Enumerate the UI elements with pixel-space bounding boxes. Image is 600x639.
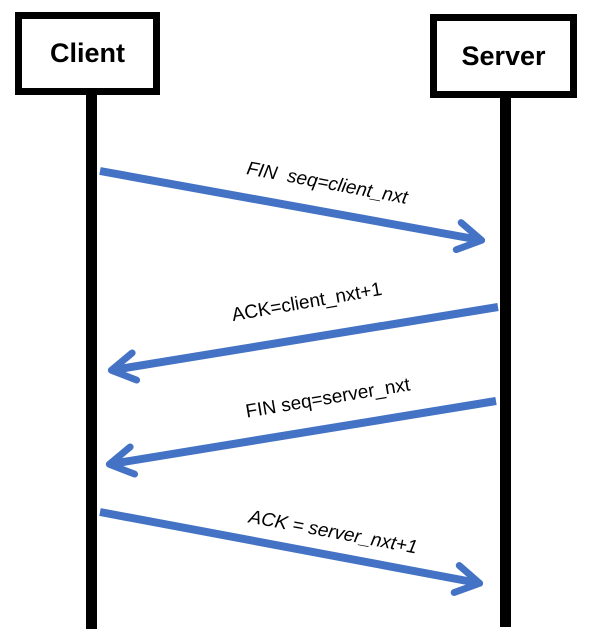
lifeline-client xyxy=(86,94,97,629)
arrow-fin-client-to-server xyxy=(99,167,486,254)
actor-box-client: Client xyxy=(15,12,160,95)
arrow-ack-client-to-server xyxy=(99,508,484,596)
actor-box-server: Server xyxy=(430,14,577,98)
arrow-ack-server-to-client xyxy=(107,303,499,384)
arrow-fin-server-to-client xyxy=(105,397,497,478)
actor-label-client: Client xyxy=(49,38,125,68)
lifeline-server xyxy=(500,97,511,627)
actor-label-server: Server xyxy=(461,40,546,71)
